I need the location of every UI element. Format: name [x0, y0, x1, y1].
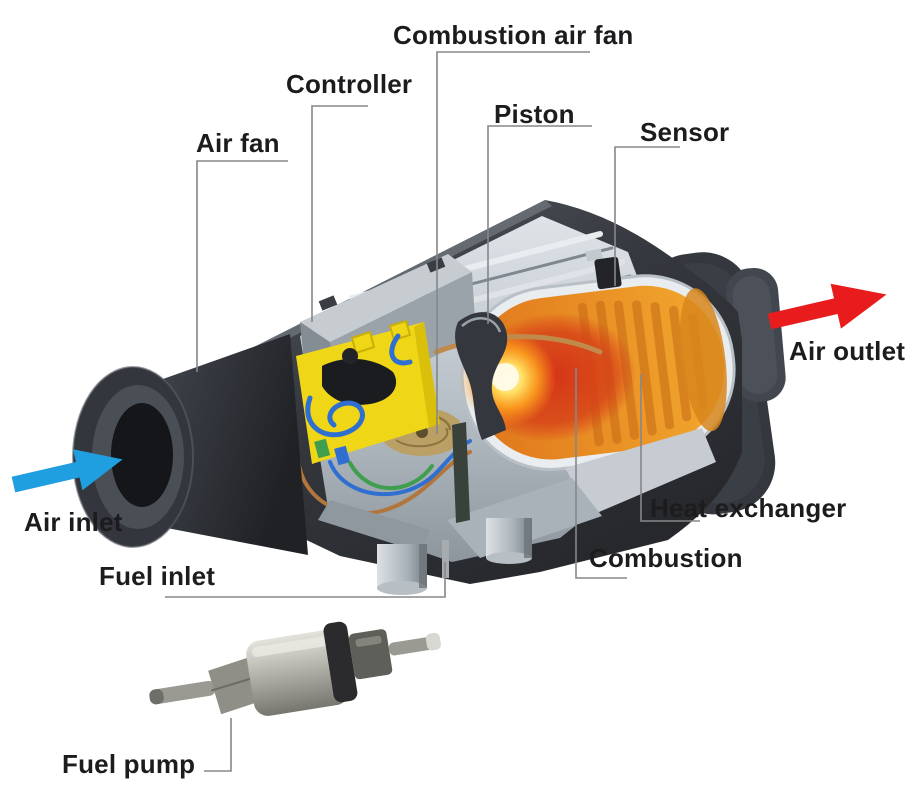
label-combustion-air-fan: Combustion air fan — [393, 20, 634, 50]
combustion-air-fan-leader — [436, 51, 590, 434]
air-fan-leader — [196, 160, 288, 372]
flame-center — [490, 363, 519, 392]
black-connector — [322, 358, 397, 405]
controller-leader — [311, 105, 368, 322]
label-heat-exchanger: Heat exchanger — [650, 493, 847, 523]
piston-mechanism — [455, 312, 508, 440]
combustion-leader — [575, 368, 627, 579]
label-air-inlet: Air inlet — [24, 507, 123, 537]
label-piston: Piston — [494, 99, 575, 129]
label-sensor: Sensor — [640, 117, 730, 147]
air-outlet-arrow-icon — [767, 283, 887, 330]
label-fuel-pump: Fuel pump — [62, 749, 196, 779]
label-fuel-inlet: Fuel inlet — [99, 561, 216, 591]
bottom-pipes — [377, 518, 532, 595]
air-inlet-cone — [72, 334, 308, 555]
controller-connector — [296, 319, 440, 466]
fuel-inlet-leader — [165, 562, 446, 598]
fuel-pump-leader — [204, 718, 232, 772]
label-combustion: Combustion — [589, 543, 743, 573]
fuel-pump-illustration — [149, 621, 441, 716]
heat-exchanger-leader — [640, 374, 700, 522]
label-air-outlet: Air outlet — [789, 336, 906, 366]
exchanger-dome — [679, 288, 727, 432]
air-inlet-arrow-icon — [11, 449, 123, 493]
label-controller: Controller — [286, 69, 413, 99]
label-air-fan: Air fan — [196, 128, 280, 158]
heater-illustration — [72, 200, 786, 595]
fuel-inlet-pipe — [442, 540, 449, 578]
sensor-leader — [614, 146, 680, 286]
piston-leader — [487, 125, 592, 324]
